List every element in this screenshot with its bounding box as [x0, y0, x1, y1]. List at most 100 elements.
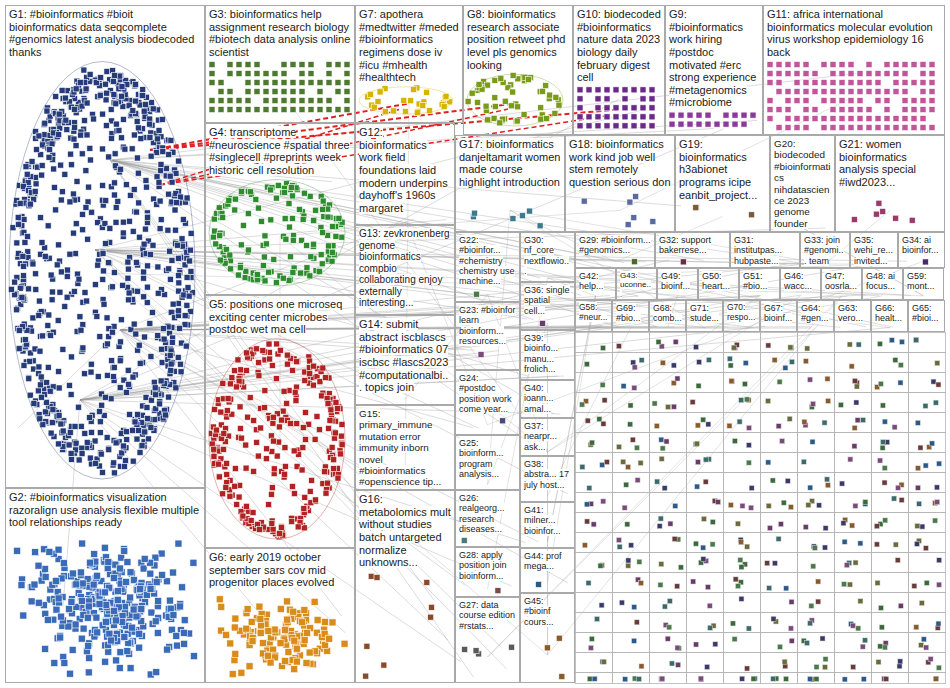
vertex-icon: [129, 146, 135, 152]
vertex-icon: [89, 209, 95, 215]
vertex-icon: [697, 360, 702, 365]
vertex-icon: [58, 421, 64, 427]
vertex-icon: [308, 62, 314, 68]
vertex-icon: [154, 629, 161, 636]
vertex-icon: [168, 361, 174, 367]
vertex-icon: [141, 241, 147, 247]
vertex-icon: [98, 75, 104, 81]
vertex-icon: [746, 443, 751, 448]
vertex-icon: [118, 317, 124, 323]
vertex-icon: [125, 266, 131, 272]
vertex-icon: [112, 73, 118, 79]
small-group-cell: [909, 333, 946, 353]
vertex-icon: [874, 542, 879, 547]
vertex-icon: [187, 247, 193, 253]
vertex-icon: [148, 153, 154, 159]
vertex-icon: [68, 162, 74, 168]
vertex-icon: [60, 428, 66, 434]
vertex-icon: [133, 81, 139, 87]
vertex-icon: [56, 412, 62, 418]
vertex-icon: [111, 364, 117, 370]
vertex-icon: [227, 107, 233, 113]
vertex-icon: [45, 323, 51, 329]
vertex-icon: [188, 268, 194, 274]
vertex-icon: [142, 226, 148, 232]
small-group-cell: [650, 673, 687, 684]
small-group-cell: [761, 393, 798, 413]
vertex-icon: [772, 561, 777, 566]
vertex-icon: [60, 346, 66, 352]
vertex-icon: [168, 137, 174, 143]
vertex-icon: [103, 198, 109, 204]
vertex-icon: [308, 98, 314, 104]
small-group-cell: [724, 393, 761, 413]
vertex-icon: [102, 81, 108, 87]
network-edge: [18, 330, 120, 428]
small-group-cell: [909, 593, 946, 613]
vertex-icon: [227, 98, 233, 104]
small-group-cell: [761, 413, 798, 433]
vertex-icon: [675, 645, 680, 650]
vertex-icon: [12, 292, 18, 298]
vertex-icon: [917, 501, 922, 506]
vertex-icon: [749, 486, 754, 491]
vertex-icon: [127, 192, 133, 198]
vertex-icon: [49, 297, 55, 303]
vertex-icon: [931, 379, 936, 384]
vertex-icon: [116, 665, 123, 672]
small-group-cell: [835, 333, 872, 353]
vertex-icon: [877, 341, 882, 346]
vertex-icon: [31, 581, 38, 588]
vertex-icon: [42, 253, 48, 259]
vertex-icon: [33, 286, 39, 292]
vertex-icon: [880, 445, 885, 450]
vertex-icon: [120, 230, 126, 236]
small-group-cell: [650, 333, 687, 353]
vertex-icon: [121, 547, 128, 554]
vertex-icon: [619, 600, 624, 605]
vertex-icon: [598, 563, 603, 568]
vertex-icon: [81, 67, 87, 73]
vertex-icon: [141, 275, 147, 281]
vertex-icon: [344, 80, 350, 86]
vertex-icon: [789, 638, 794, 643]
vertex-icon: [12, 279, 18, 285]
vertex-icon: [144, 284, 150, 290]
small-group-cell: [687, 493, 724, 513]
vertex-icon: [170, 569, 177, 576]
vertex-icon: [878, 644, 883, 649]
vertex-icon: [739, 398, 744, 403]
vertex-icon: [671, 381, 676, 386]
vertex-icon: [78, 327, 84, 333]
vertex-icon: [878, 381, 883, 386]
vertex-icon: [659, 677, 664, 682]
vertex-icon: [153, 669, 160, 676]
small-group-cell: [909, 573, 946, 593]
vertex-icon: [880, 403, 885, 408]
vertex-icon: [46, 154, 52, 160]
vertex-icon: [816, 599, 821, 604]
vertex-icon: [56, 242, 62, 248]
vertex-icon: [923, 546, 928, 551]
vertex-icon: [42, 120, 48, 126]
small-group-cell: [613, 673, 650, 684]
vertex-icon: [69, 570, 76, 577]
small-group-cell: [761, 373, 798, 393]
vertex-icon: [68, 450, 74, 456]
vertex-icon: [808, 621, 813, 626]
small-group-cell: [835, 453, 872, 473]
vertex-icon: [131, 132, 137, 138]
small-group-cell: [835, 553, 872, 573]
vertex-icon: [103, 97, 109, 103]
vertex-icon: [919, 643, 924, 648]
vertex-icon: [632, 605, 637, 610]
vertex-icon: [62, 95, 68, 101]
vertex-icon: [143, 177, 149, 183]
vertex-icon: [51, 659, 58, 666]
vertex-icon: [914, 625, 919, 630]
vertex-icon: [144, 299, 150, 305]
vertex-icon: [169, 179, 175, 185]
vertex-icon: [33, 181, 39, 187]
vertex-icon: [58, 269, 64, 275]
vertex-icon: [168, 368, 174, 374]
